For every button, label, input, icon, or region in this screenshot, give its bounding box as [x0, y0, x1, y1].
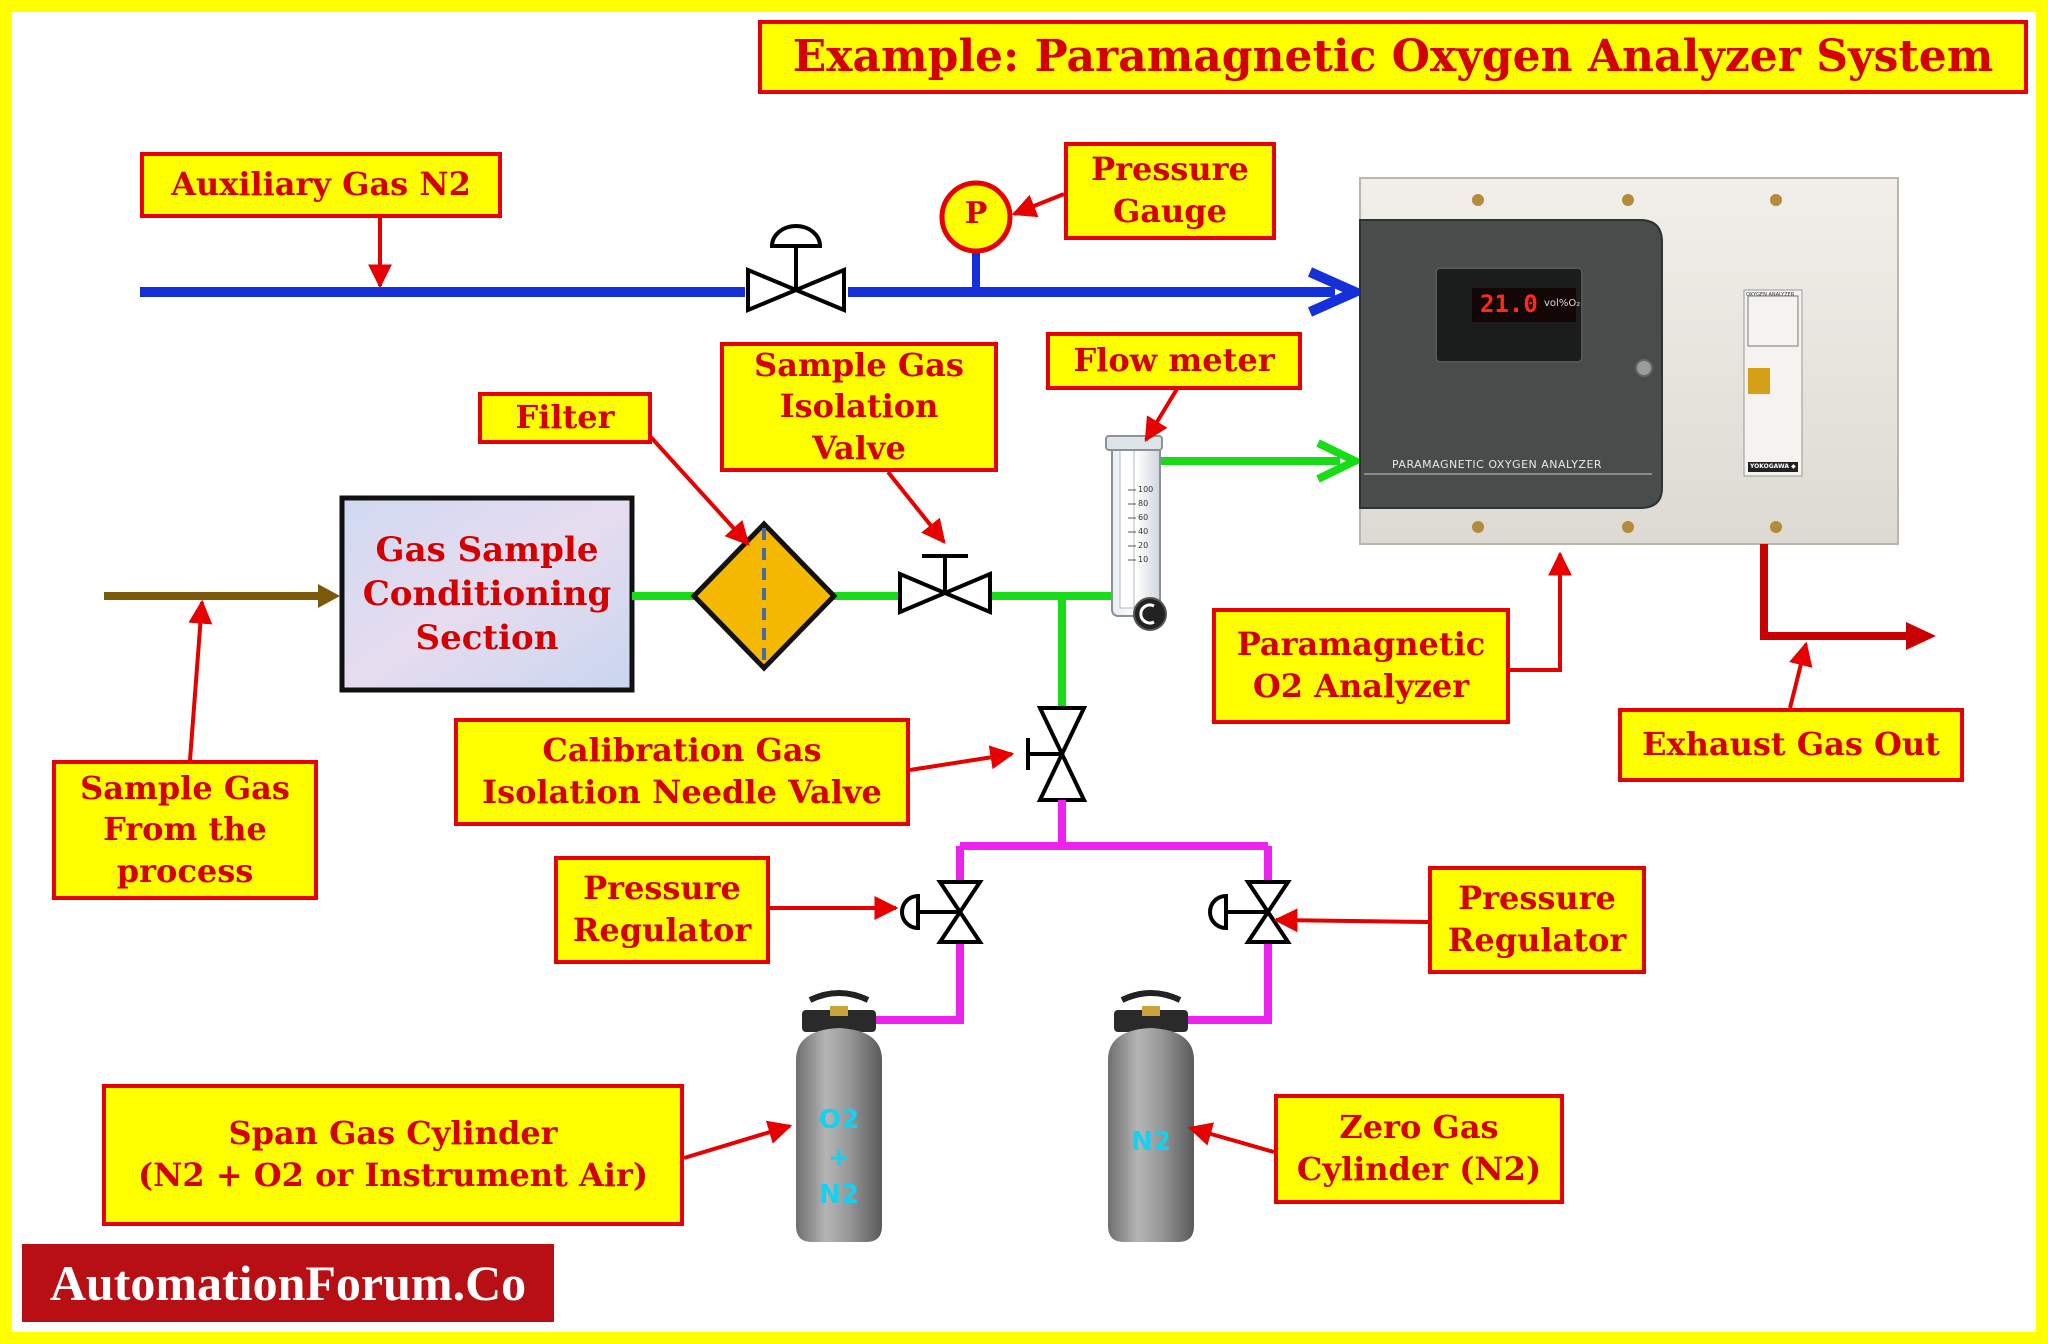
label-sample-gas-line2: From the — [103, 810, 267, 849]
pressure-regulator-left-icon — [900, 880, 984, 944]
label-zero-gas-cylinder: Zero Gas Cylinder (N2) — [1274, 1094, 1564, 1204]
analyzer-brand-text: YOKOGAWA ◆ — [1750, 463, 1796, 470]
label-zero-gas-line2: Cylinder (N2) — [1296, 1150, 1542, 1188]
label-auxiliary-gas: Auxiliary Gas N2 — [140, 152, 502, 218]
label-span-gas-cylinder: Span Gas Cylinder (N2 + O2 or Instrument… — [102, 1084, 684, 1226]
label-filter-text: Filter — [515, 398, 615, 437]
analyzer-panel-name-text: PARAMAGNETIC OXYGEN ANALYZER — [1392, 458, 1603, 471]
analyzer-display-unit: vol%O₂ — [1544, 298, 1580, 309]
label-flow-meter: Flow meter — [1046, 332, 1302, 390]
analyzer-nameplate-title: OXYGEN ANALYZER — [1746, 292, 1794, 298]
label-pressure-regulator-right: Pressure Regulator — [1428, 866, 1646, 974]
conditioning-section-label: Gas Sample Conditioning Section — [342, 498, 632, 690]
exhaust-gas-line — [1760, 544, 1936, 650]
span-gas-cylinder-icon — [796, 990, 882, 1242]
label-pressure-gauge: Pressure Gauge — [1064, 142, 1276, 240]
analyzer-display-unit-text: vol%O₂ — [1544, 298, 1581, 309]
calibration-needle-valve-icon — [1026, 706, 1088, 802]
sample-gas-line — [632, 439, 1365, 710]
flow-meter-scale-label: 40 — [1138, 527, 1149, 536]
auxiliary-gas-line — [140, 250, 1368, 317]
analyzer-brand: YOKOGAWA ◆ — [1750, 463, 1796, 470]
pressure-gauge-icon — [939, 180, 1013, 254]
label-calibration-valve: Calibration Gas Isolation Needle Valve — [454, 718, 910, 826]
zero-cylinder-line1: N2 — [1131, 1127, 1171, 1157]
flow-meter-scale-label: 80 — [1138, 499, 1149, 508]
analyzer-display-reading: 21.0 — [1480, 290, 1538, 318]
label-sample-gas-from-process: Sample Gas From the process — [52, 760, 318, 900]
label-exhaust-gas-out: Exhaust Gas Out — [1618, 708, 1964, 782]
span-cylinder-line2: + — [828, 1142, 850, 1173]
pressure-gauge-symbol-text: P — [964, 196, 988, 231]
auxiliary-control-valve — [746, 224, 846, 313]
process-inlet-line — [104, 584, 340, 608]
zero-cylinder-text: N2 — [1108, 1124, 1194, 1162]
analyzer-panel-name: PARAMAGNETIC OXYGEN ANALYZER — [1392, 458, 1602, 471]
filter-icon — [690, 520, 838, 672]
sample-isolation-valve-icon — [898, 554, 992, 616]
flow-meter-scale-label: 10 — [1138, 555, 1149, 564]
analyzer-display-reading-text: 21.0 — [1480, 290, 1538, 318]
label-pressure-gauge-line2: Gauge — [1112, 192, 1228, 230]
label-pressure-gauge-line1: Pressure — [1091, 150, 1249, 189]
label-sample-isolation-valve-line1: Sample Gas — [754, 345, 964, 384]
label-paramagnetic-line2: O2 Analyzer — [1252, 667, 1470, 705]
label-calibration-valve-line1: Calibration Gas — [542, 731, 822, 770]
label-sample-gas-line3: process — [116, 851, 254, 890]
label-pressure-regulator-left: Pressure Regulator — [554, 856, 770, 964]
label-pressure-regulator-right-line2: Regulator — [1447, 921, 1627, 959]
watermark-text: AutomationForum.Co — [49, 1255, 527, 1311]
conditioning-section-line1: Gas Sample — [375, 529, 599, 570]
label-exhaust-gas-out-text: Exhaust Gas Out — [1642, 725, 1940, 764]
span-cylinder-line1: O2 — [818, 1105, 860, 1135]
label-sample-isolation-valve-line3: Valve — [812, 428, 906, 467]
analyzer-unit-icon — [1359, 177, 1899, 545]
label-sample-isolation-valve-line2: Isolation — [779, 387, 939, 426]
label-span-gas-line2: (N2 + O2 or Instrument Air) — [138, 1156, 648, 1194]
label-pressure-regulator-left-line1: Pressure — [583, 869, 741, 908]
conditioning-section-line3: Section — [415, 618, 559, 659]
label-paramagnetic-line1: Paramagnetic — [1236, 625, 1486, 664]
label-pressure-regulator-left-line2: Regulator — [572, 911, 752, 949]
conditioning-section-line2: Conditioning — [362, 573, 612, 614]
label-zero-gas-line1: Zero Gas — [1339, 1108, 1499, 1147]
label-span-gas-line1: Span Gas Cylinder — [228, 1114, 558, 1153]
label-flow-meter-text: Flow meter — [1073, 341, 1275, 380]
flow-meter-scale-label: 60 — [1138, 513, 1149, 522]
page-title: Example: Paramagnetic Oxygen Analyzer Sy… — [758, 20, 2028, 94]
label-pressure-regulator-right-line1: Pressure — [1458, 879, 1616, 918]
pressure-regulator-right-icon — [1208, 880, 1292, 944]
analyzer-nameplate-title-text: OXYGEN ANALYZER — [1746, 292, 1795, 298]
leader-arrows — [188, 192, 1813, 1160]
label-paramagnetic-analyzer: Paramagnetic O2 Analyzer — [1212, 608, 1510, 724]
flow-meter-scale-label: 100 — [1138, 485, 1154, 494]
label-filter: Filter — [478, 392, 652, 444]
zero-gas-cylinder-icon — [1108, 990, 1194, 1242]
watermark-logo: AutomationForum.Co — [22, 1244, 554, 1322]
flow-meter-scale-label: 20 — [1138, 541, 1149, 550]
span-cylinder-line3: N2 — [819, 1180, 859, 1211]
label-sample-gas-line1: Sample Gas — [80, 768, 290, 807]
pressure-gauge-symbol: P — [956, 196, 996, 231]
page-title-text: Example: Paramagnetic Oxygen Analyzer Sy… — [792, 31, 1994, 83]
label-calibration-valve-line2: Isolation Needle Valve — [482, 773, 882, 811]
label-auxiliary-gas-text: Auxiliary Gas N2 — [171, 165, 471, 204]
span-cylinder-text: O2 + N2 — [796, 1102, 882, 1215]
label-sample-isolation-valve: Sample Gas Isolation Valve — [720, 342, 998, 472]
flow-meter-icon — [1105, 435, 1167, 631]
